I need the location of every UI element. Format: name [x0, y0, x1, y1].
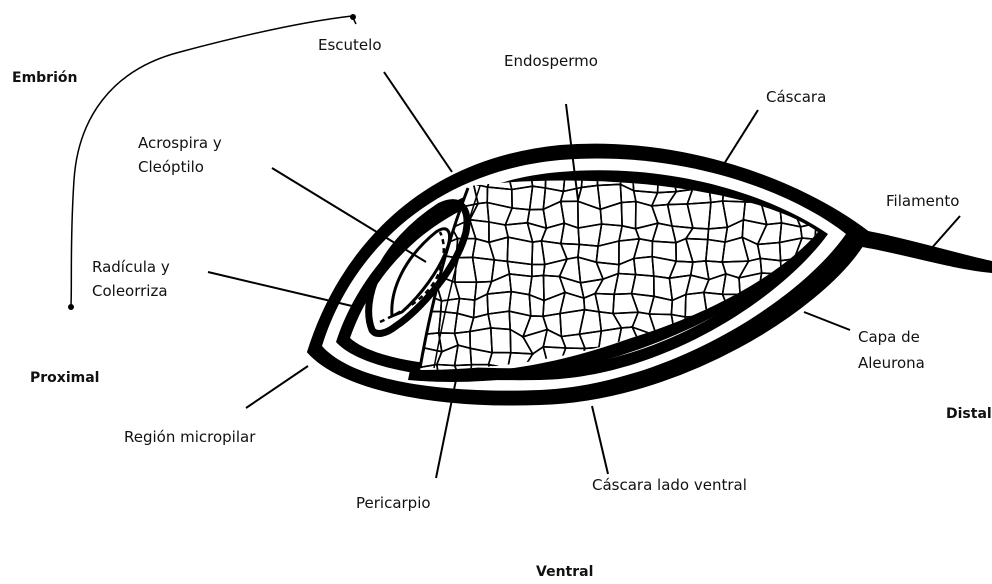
label-cascara-ventral: Cáscara lado ventral: [592, 476, 747, 494]
label-distal: Distal: [946, 406, 992, 422]
leader-region: [246, 366, 308, 408]
endosperm-cell: [782, 351, 800, 372]
endosperm-cell: [759, 353, 784, 372]
endosperm-cell: [820, 298, 833, 317]
label-embrion: Embrión: [12, 70, 77, 86]
leader-cascara: [724, 110, 758, 164]
endosperm-cell: [814, 370, 838, 383]
endosperm-cell: [794, 332, 812, 353]
endosperm-cell: [745, 348, 766, 371]
leader-escutelo: [384, 72, 452, 172]
label-capa-2: Aleurona: [858, 354, 925, 372]
endosperm-cell: [706, 364, 724, 387]
endosperm-cell: [811, 333, 839, 353]
endosperm-cell: [722, 364, 746, 387]
leader-capa: [804, 312, 850, 330]
label-acrospira-2: Cleóptilo: [138, 158, 204, 176]
label-capa-1: Capa de: [858, 328, 920, 346]
leader-filamento: [930, 216, 960, 250]
leader-cascara-ventral: [592, 406, 608, 474]
endosperm-cell: [813, 167, 833, 193]
wire-dot-top: [350, 14, 356, 20]
endosperm-cell: [759, 371, 782, 390]
label-filamento: Filamento: [886, 192, 959, 210]
label-endospermo: Endospermo: [504, 52, 598, 70]
endosperm-cell: [778, 332, 800, 353]
label-cascara: Cáscara: [766, 88, 826, 106]
label-proximal: Proximal: [30, 370, 99, 386]
wire-dot-bottom: [68, 304, 74, 310]
label-radicula-2: Coleorriza: [92, 282, 168, 300]
label-escutelo: Escutelo: [318, 36, 382, 54]
label-ventral: Ventral: [536, 564, 593, 579]
leader-radicula: [208, 272, 352, 306]
label-pericarpio: Pericarpio: [356, 494, 431, 512]
endosperm-cell: [797, 370, 817, 385]
endosperm-cell: [740, 370, 761, 391]
endosperm-cell: [781, 370, 801, 387]
endosperm-cell: [793, 174, 817, 188]
label-region-micropilar: Región micropilar: [124, 428, 256, 446]
endosperm-cell: [797, 351, 817, 371]
label-acrospira-1: Acrospira y: [138, 134, 222, 152]
endosperm-cell: [811, 346, 839, 370]
label-radicula-1: Radícula y: [92, 258, 170, 276]
